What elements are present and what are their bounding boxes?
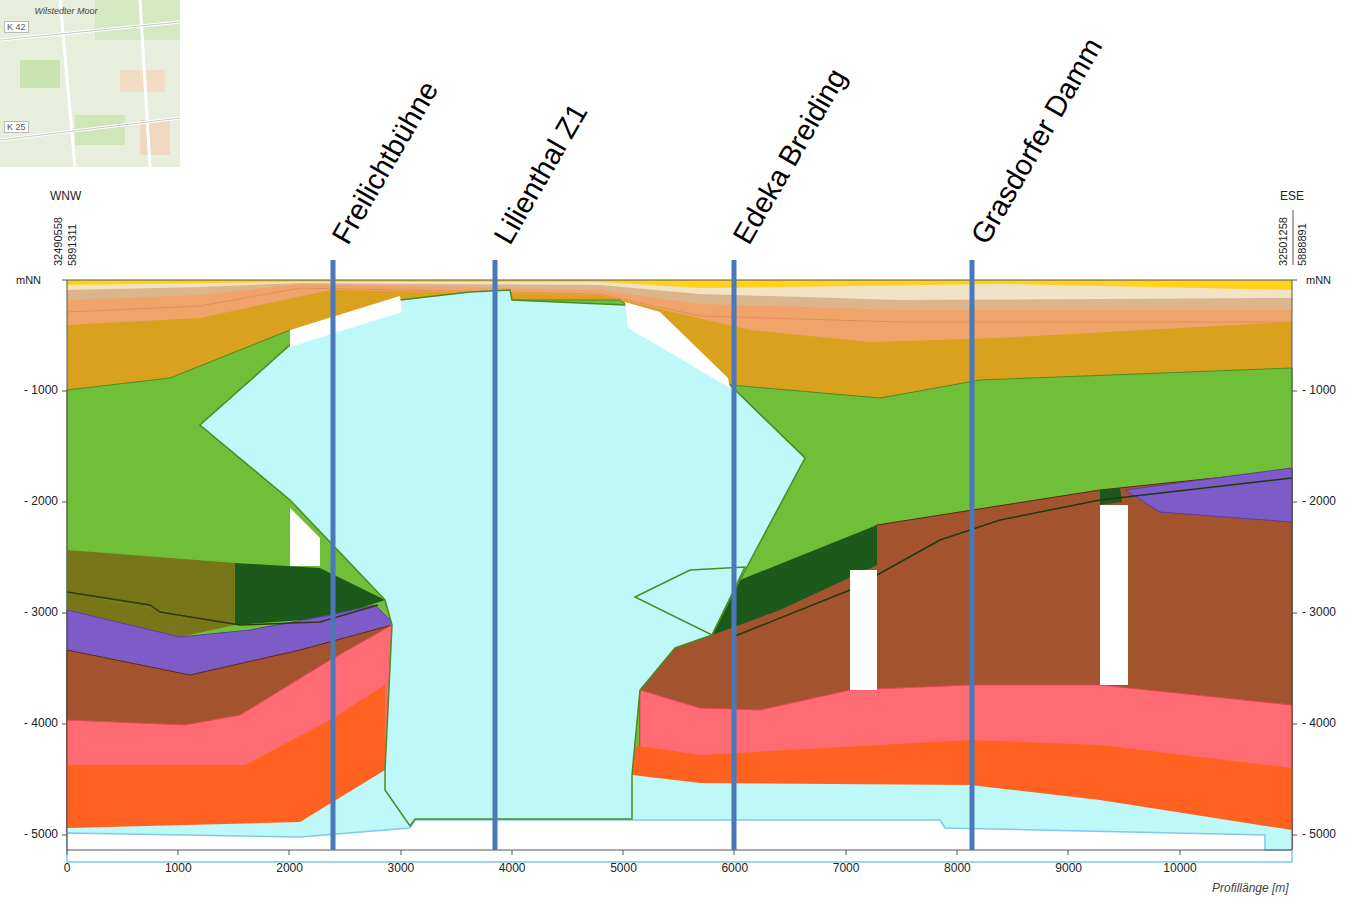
well-lines xyxy=(333,260,972,850)
distance-tick: 0 xyxy=(64,862,71,876)
depth-tick: - 5000 xyxy=(24,828,58,842)
axis-title: Profillänge [m] xyxy=(1212,882,1289,896)
distance-tick: 4000 xyxy=(499,862,526,876)
depth-tick: - 5000 xyxy=(1302,828,1336,842)
well-name: Grasdorfer Damm xyxy=(965,33,1110,251)
distance-tick: 8000 xyxy=(944,862,971,876)
coordinate: 32490558 xyxy=(52,217,65,266)
axis-unit: mNN xyxy=(1306,274,1331,287)
depth-tick: - 4000 xyxy=(24,717,58,731)
road-label: K 42 xyxy=(4,21,29,33)
axis-unit: mNN xyxy=(16,274,41,287)
direction-label: ESE xyxy=(1280,190,1304,204)
distance-tick: 6000 xyxy=(721,862,748,876)
depth-tick: - 1000 xyxy=(24,384,58,398)
depth-tick: - 1000 xyxy=(1302,384,1336,398)
direction-label: WNW xyxy=(50,190,81,204)
depth-tick: - 4000 xyxy=(1302,717,1336,731)
depth-tick: - 3000 xyxy=(1302,606,1336,620)
distance-tick: 9000 xyxy=(1055,862,1082,876)
map-inset xyxy=(0,0,180,167)
distance-tick: 3000 xyxy=(388,862,415,876)
distance-tick: 5000 xyxy=(610,862,637,876)
depth-tick: - 3000 xyxy=(24,606,58,620)
coordinate: 32501258 xyxy=(1277,217,1290,266)
road-label: K 25 xyxy=(4,121,29,133)
coordinate: 5891311 xyxy=(66,224,79,266)
distance-tick: 1000 xyxy=(165,862,192,876)
coordinate: 5888891 xyxy=(1296,223,1309,266)
map-text: Wilstedter Moor xyxy=(35,6,98,16)
well-name: Freilichtbühne xyxy=(326,76,446,250)
well-name: Lilienthal Z1 xyxy=(488,98,595,250)
well-name: Edeka Breiding xyxy=(727,63,854,250)
distance-tick: 10000 xyxy=(1163,862,1196,876)
depth-tick: - 2000 xyxy=(24,495,58,509)
depth-tick: - 2000 xyxy=(1302,495,1336,509)
distance-tick: 2000 xyxy=(276,862,303,876)
distance-tick: 7000 xyxy=(833,862,860,876)
